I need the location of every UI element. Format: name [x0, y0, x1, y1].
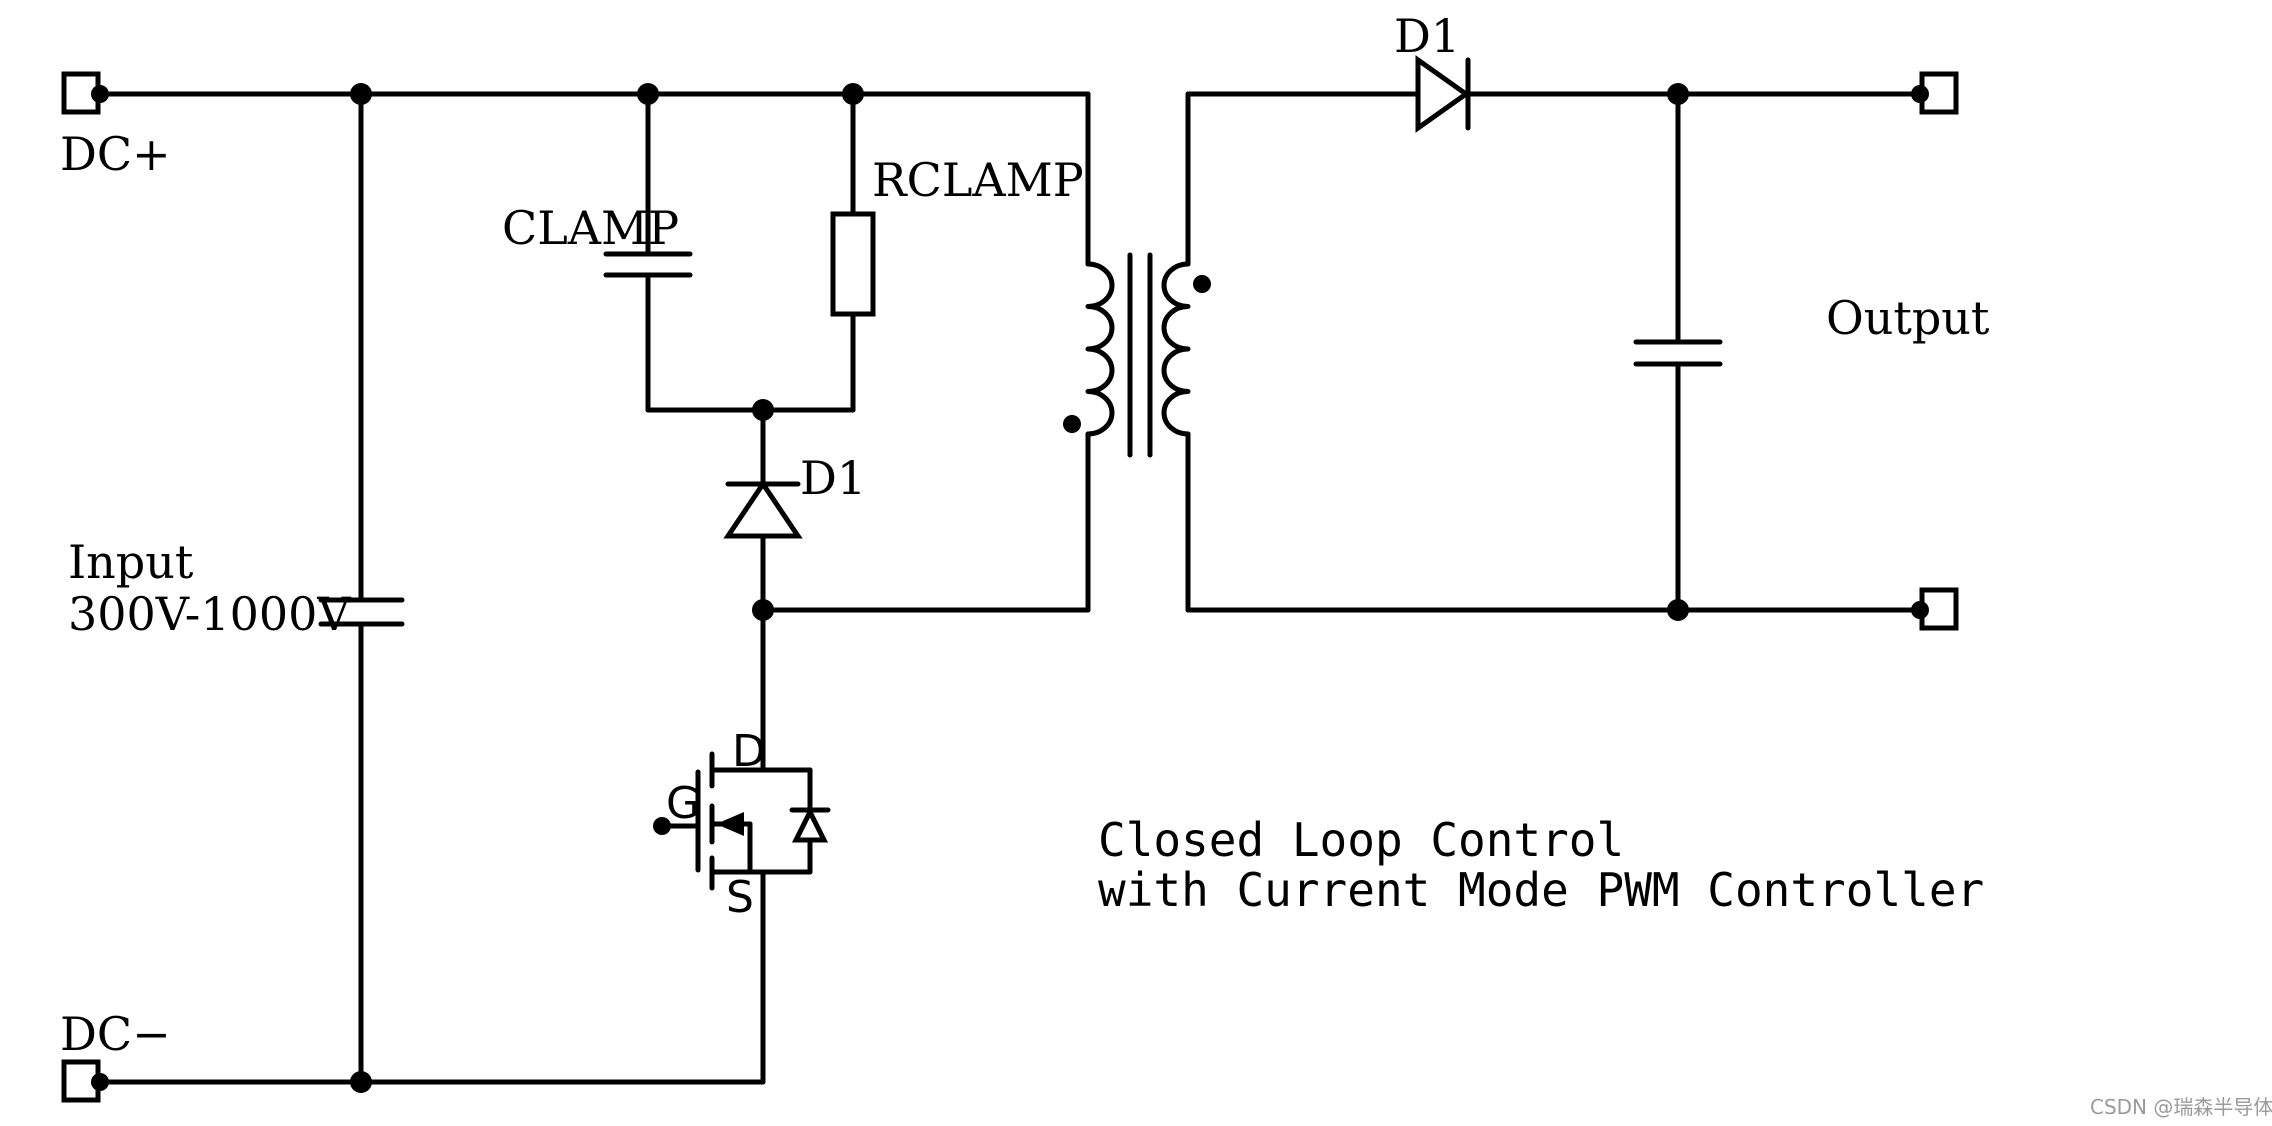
clamp-capacitor-label: CLAMP [502, 201, 679, 255]
input-label: Input [68, 535, 194, 589]
mosfet-gate-label: G [666, 778, 700, 829]
output-diode-label: D1 [1394, 9, 1460, 63]
mosfet [653, 747, 831, 891]
terminal-output-positive [1911, 71, 1959, 115]
clamp-diode [723, 479, 803, 539]
control-line-1: Closed Loop Control [1098, 813, 1624, 867]
mosfet-drain-label: D [732, 726, 766, 777]
clamp-resistor-label: RCLAMP [872, 153, 1084, 207]
transformer [1063, 252, 1211, 458]
input-capacitor [318, 597, 405, 627]
dc-minus-label: DC− [60, 1007, 171, 1061]
terminal-dc-minus [61, 1059, 109, 1103]
terminal-dc-plus [61, 71, 109, 115]
terminal-output-negative [1911, 587, 1959, 631]
secondary-wiring [1185, 91, 1923, 613]
clamp-diode-label: D1 [800, 451, 866, 505]
clamp-capacitor [603, 251, 693, 278]
input-range-label: 300V-1000V [68, 587, 351, 641]
mosfet-source-label: S [726, 872, 754, 923]
output-capacitor [1633, 339, 1723, 367]
output-diode [1415, 55, 1471, 133]
clamp-resistor [830, 211, 876, 317]
watermark: CSDN @瑞森半导体 [2090, 1095, 2272, 1119]
output-label: Output [1826, 291, 1990, 345]
dc-plus-label: DC+ [60, 127, 171, 181]
control-line-2: with Current Mode PWM Controller [1098, 863, 1984, 917]
input-wiring [97, 91, 1091, 1085]
